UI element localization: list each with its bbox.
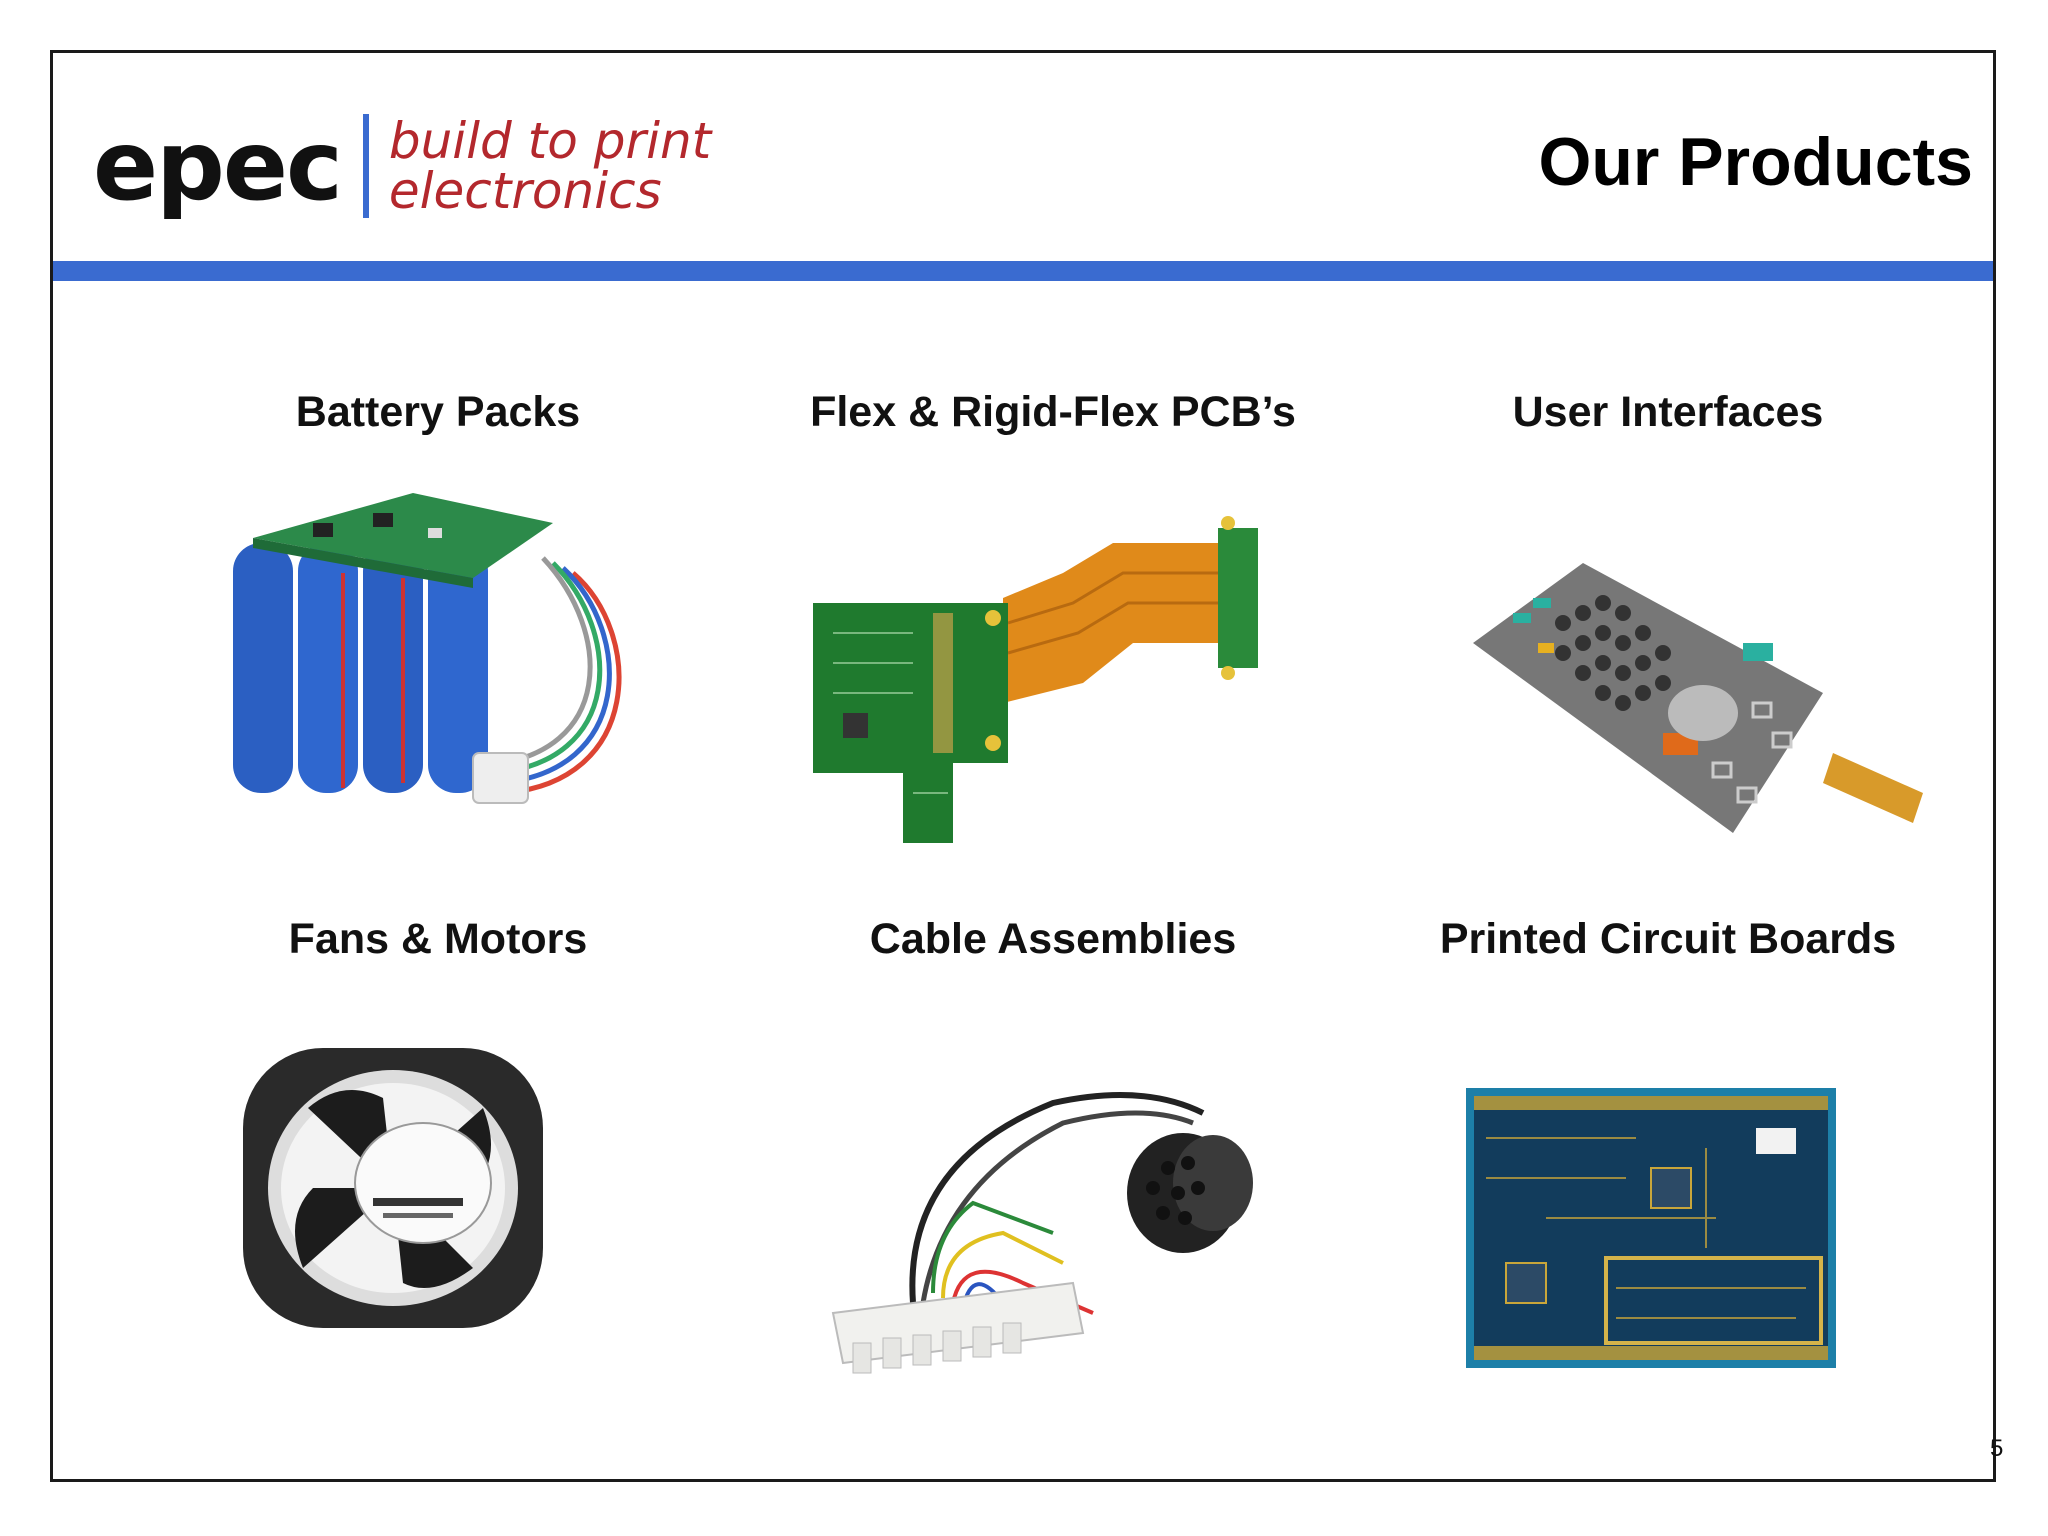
slide: epec build to print electronics Our Prod… <box>50 50 1996 1482</box>
product-label-flex-pcb: Flex & Rigid-Flex PCB’s <box>810 388 1296 436</box>
product-label-fans-motors: Fans & Motors <box>288 915 588 963</box>
logo-tagline-line-2: electronics <box>388 161 662 220</box>
fan-image <box>243 1048 543 1328</box>
flex-pcb-image <box>813 516 1258 843</box>
header-rule <box>53 261 1993 281</box>
epec-logo: epec build to print electronics <box>93 108 711 223</box>
logo-tagline: build to print electronics <box>389 116 711 216</box>
logo-divider <box>362 113 369 218</box>
pcb-image <box>1466 1088 1836 1368</box>
product-label-printed-circuit-boards: Printed Circuit Boards <box>1439 915 1897 963</box>
logo-tagline-line-1: build to print <box>388 111 712 170</box>
battery-pack-image <box>233 493 622 804</box>
logo-wordmark: epec <box>93 109 343 222</box>
product-label-cable-assemblies: Cable Assemblies <box>869 915 1237 963</box>
keypad-image <box>1473 563 1923 833</box>
cable-assembly-image <box>831 1092 1253 1374</box>
page-number: 5 <box>1990 1435 2004 1462</box>
product-label-battery-packs: Battery Packs <box>295 388 581 436</box>
page-title: Our Products <box>1538 124 1974 200</box>
product-label-user-interfaces: User Interfaces <box>1512 388 1824 436</box>
